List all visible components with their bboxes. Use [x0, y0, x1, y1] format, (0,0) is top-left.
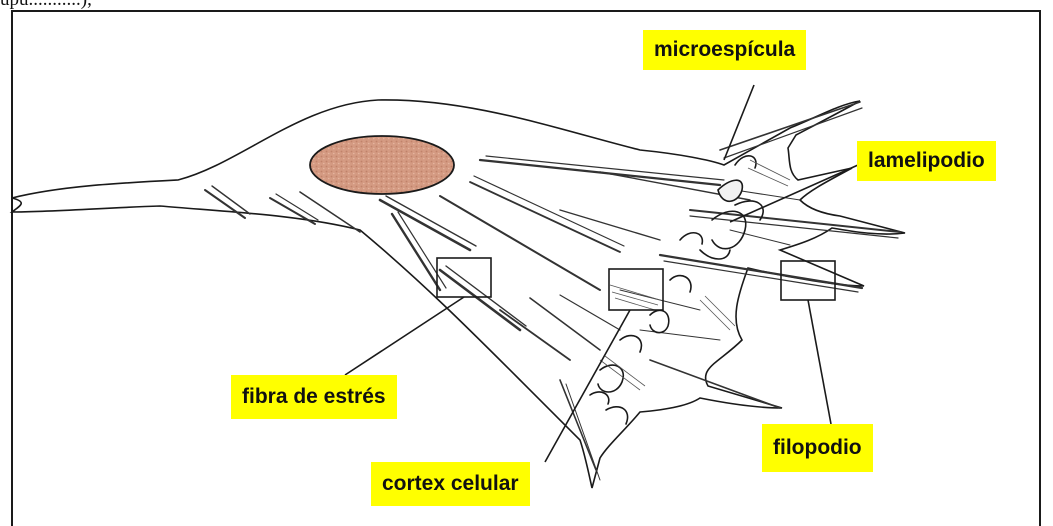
label-lamelipodio: lamelipodio — [857, 141, 996, 181]
label-fibra-de-estres: fibra de estrés — [231, 375, 397, 419]
label-cortex-celular: cortex celular — [371, 462, 530, 506]
label-filopodio: filopodio — [762, 424, 873, 472]
nucleus — [310, 136, 454, 194]
label-microespicula: microespícula — [643, 30, 806, 70]
